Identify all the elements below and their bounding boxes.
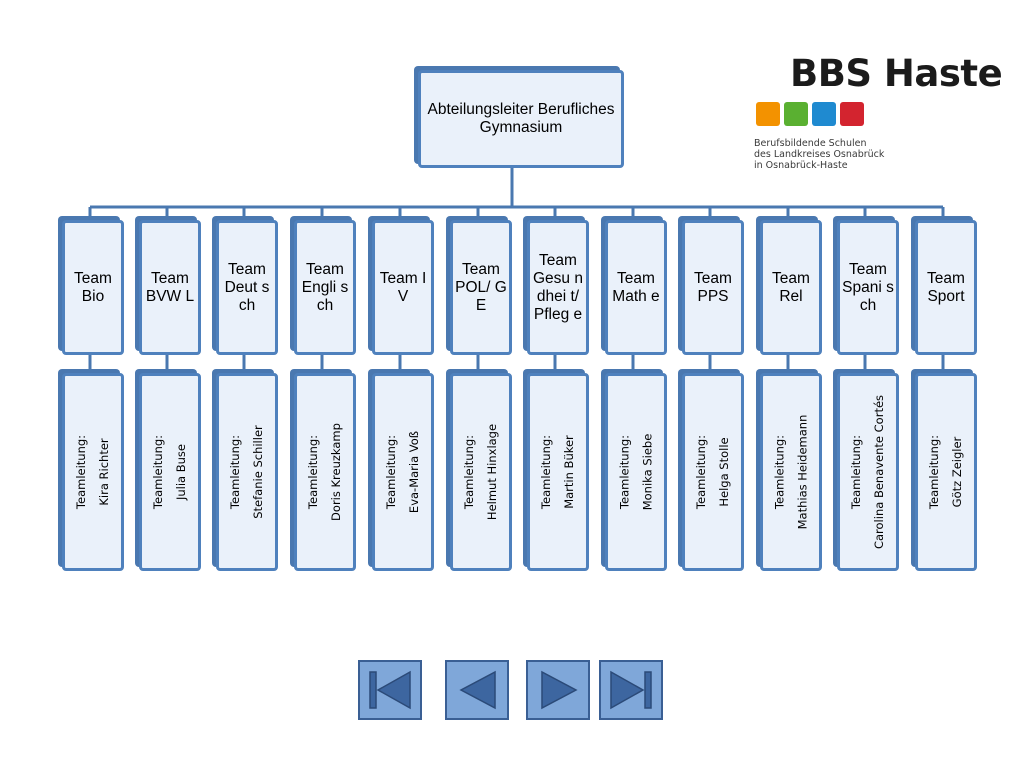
team-lead-box: Teamleitung: Helmut Hinxlage bbox=[450, 373, 512, 571]
team-lead-name: Julia Buse bbox=[174, 443, 188, 501]
team-lead-box: Teamleitung: Doris Kreuzkamp bbox=[294, 373, 356, 571]
team-lead-label: Teamleitung: bbox=[151, 434, 165, 510]
team-lead-name: Monika Siebe bbox=[640, 433, 655, 511]
first-page-button[interactable] bbox=[358, 660, 422, 720]
team-lead-box: Teamleitung: Mathias Heidemann bbox=[760, 373, 822, 571]
team-lead-label: Teamleitung: bbox=[306, 434, 321, 510]
team-lead-box: Teamleitung: Monika Siebe bbox=[605, 373, 667, 571]
brand-name: BBS Haste bbox=[790, 52, 1003, 95]
team-lead-name: Eva-Maria Voß bbox=[407, 430, 421, 514]
team-lead-text: Teamleitung: Eva-Maria Voß bbox=[380, 431, 426, 513]
brand-square-blue bbox=[812, 102, 836, 126]
team-box: Team Math e bbox=[605, 220, 667, 355]
next-button[interactable] bbox=[526, 660, 590, 720]
team-lead-label: Teamleitung: bbox=[927, 434, 941, 510]
team-name: Team Rel bbox=[772, 269, 810, 305]
team-name: Team Spani sch bbox=[842, 260, 894, 314]
team-box: Team Rel bbox=[760, 220, 822, 355]
team-lead-name: Helmut Hinxlage bbox=[485, 423, 500, 521]
team-name: Team POL/ GE bbox=[455, 260, 507, 314]
last-page-icon bbox=[610, 670, 652, 710]
team-lead-label: Teamleitung: bbox=[617, 434, 632, 510]
team-lead-box: Teamleitung: Eva-Maria Voß bbox=[372, 373, 434, 571]
team-lead-text: Teamleitung: Martin Büker bbox=[535, 435, 581, 509]
team-lead-name: Kira Richter bbox=[97, 438, 111, 506]
team-box: Team POL/ GE bbox=[450, 220, 512, 355]
team-lead-name: Stefanie Schiller bbox=[251, 425, 265, 519]
team-lead-text: Teamleitung: Monika Siebe bbox=[613, 434, 659, 511]
previous-button[interactable] bbox=[445, 660, 509, 720]
team-lead-box: Teamleitung: Martin Büker bbox=[527, 373, 589, 571]
team-box: Team PPS bbox=[682, 220, 744, 355]
brand-subtitle: Berufsbildende Schulen des Landkreises O… bbox=[754, 138, 884, 171]
team-lead-text: Teamleitung: Carolina Benavente Cortés bbox=[845, 395, 891, 549]
previous-icon bbox=[459, 670, 496, 710]
team-lead-box: Teamleitung: Kira Richter bbox=[62, 373, 124, 571]
team-name: Team Math e bbox=[612, 269, 660, 305]
team-name: Team Deut sch bbox=[224, 260, 270, 314]
team-lead-text: Teamleitung: Stefanie Schiller bbox=[224, 425, 270, 519]
root-node-label: Abteilungsleiter Berufliches Gymnasium bbox=[427, 101, 615, 136]
team-lead-text: Teamleitung: Kira Richter bbox=[70, 435, 116, 509]
brand-subtitle-line: in Osnabrück-Haste bbox=[754, 160, 848, 171]
team-box: Team Deut sch bbox=[216, 220, 278, 355]
brand-square-red bbox=[840, 102, 864, 126]
team-box: Team Sport bbox=[915, 220, 977, 355]
team-lead-name: Götz Zeigler bbox=[950, 436, 964, 508]
team-lead-label: Teamleitung: bbox=[694, 434, 708, 510]
brand-square-orange bbox=[756, 102, 780, 126]
next-icon bbox=[541, 670, 578, 710]
team-lead-name: Mathias Heidemann bbox=[795, 414, 809, 530]
team-box: Team BVW L bbox=[139, 220, 201, 355]
brand-square-green bbox=[784, 102, 808, 126]
team-lead-text: Teamleitung: Götz Zeigler bbox=[923, 435, 969, 509]
team-lead-name: Helga Stolle bbox=[717, 437, 731, 507]
team-name: Team BVW L bbox=[145, 269, 195, 305]
team-lead-box: Teamleitung: Götz Zeigler bbox=[915, 373, 977, 571]
brand-subtitle-line: des Landkreises Osnabrück bbox=[754, 149, 885, 160]
team-lead-box: Teamleitung: Stefanie Schiller bbox=[216, 373, 278, 571]
team-name: Team PPS bbox=[694, 269, 732, 305]
team-lead-label: Teamleitung: bbox=[462, 434, 477, 510]
team-lead-label: Teamleitung: bbox=[772, 434, 786, 510]
team-box: Team IV bbox=[372, 220, 434, 355]
team-box: Team Bio bbox=[62, 220, 124, 355]
brand-subtitle-line: Berufsbildende Schulen bbox=[754, 138, 867, 149]
team-lead-name: Carolina Benavente Cortés bbox=[872, 394, 886, 550]
team-box: Team Spani sch bbox=[837, 220, 899, 355]
team-lead-text: Teamleitung: Helmut Hinxlage bbox=[458, 424, 504, 520]
team-lead-name: Martin Büker bbox=[562, 435, 576, 509]
team-lead-label: Teamleitung: bbox=[539, 434, 553, 510]
team-lead-box: Teamleitung: Julia Buse bbox=[139, 373, 201, 571]
team-lead-label: Teamleitung: bbox=[849, 434, 863, 510]
team-lead-name: Doris Kreuzkamp bbox=[329, 423, 344, 521]
team-name: Team Engli sch bbox=[301, 260, 349, 314]
root-node-abteilungsleiter: Abteilungsleiter Berufliches Gymnasium bbox=[418, 70, 624, 168]
team-lead-box: Teamleitung: Helga Stolle bbox=[682, 373, 744, 571]
team-lead-text: Teamleitung: Doris Kreuzkamp bbox=[302, 423, 348, 521]
team-name: Team Bio bbox=[74, 269, 112, 305]
brand-color-squares bbox=[756, 102, 864, 126]
team-lead-label: Teamleitung: bbox=[228, 434, 242, 510]
team-name: Team IV bbox=[379, 269, 427, 305]
team-lead-text: Teamleitung: Mathias Heidemann bbox=[768, 415, 814, 530]
team-lead-box: Teamleitung: Carolina Benavente Cortés bbox=[837, 373, 899, 571]
team-lead-label: Teamleitung: bbox=[74, 434, 88, 510]
team-lead-label: Teamleitung: bbox=[384, 434, 398, 510]
team-lead-text: Teamleitung: Julia Buse bbox=[147, 435, 193, 509]
team-name: Team Sport bbox=[927, 269, 965, 305]
first-page-icon bbox=[369, 670, 411, 710]
team-box: Team Gesu ndhei t/ Pfleg e bbox=[527, 220, 589, 355]
team-name: Team Gesu ndhei t/ Pfleg e bbox=[533, 251, 583, 323]
last-page-button[interactable] bbox=[599, 660, 663, 720]
team-box: Team Engli sch bbox=[294, 220, 356, 355]
team-lead-text: Teamleitung: Helga Stolle bbox=[690, 435, 736, 509]
